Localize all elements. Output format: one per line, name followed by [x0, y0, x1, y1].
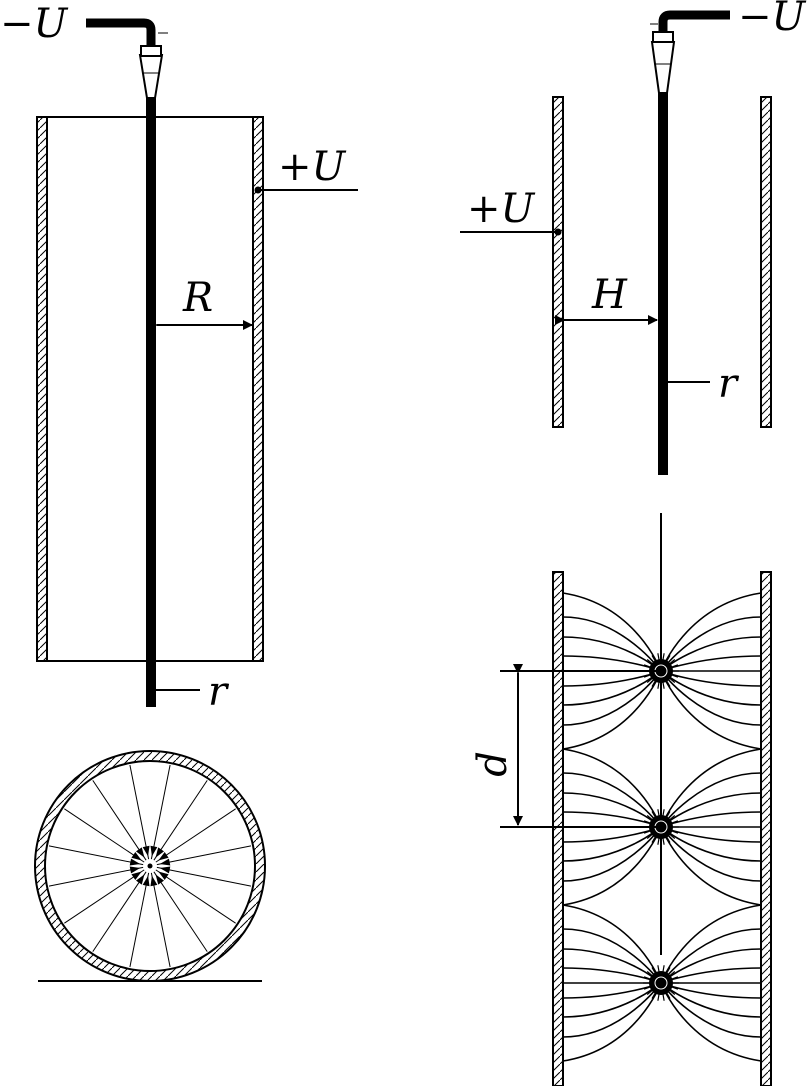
- radial-line: [129, 872, 150, 968]
- field-line: [660, 982, 762, 999]
- tube-wall-left: [36, 116, 48, 662]
- corona-wire-plate: [658, 92, 668, 475]
- radial-line: [156, 845, 252, 866]
- tube-side-view: −U +U R r: [0, 1, 358, 715]
- plate-precipitator: −U +U H r: [460, 0, 807, 475]
- radial-line: [155, 808, 236, 863]
- label-minus-u-tube: −U: [0, 1, 69, 47]
- supply-lead-tube: [86, 18, 156, 50]
- radial-arrow: [142, 845, 150, 857]
- radial-line: [64, 808, 145, 863]
- radial-arrow: [155, 847, 165, 858]
- label-wire-plate: r: [718, 361, 740, 407]
- wire-core: [649, 971, 673, 995]
- label-plus-u-plate: +U: [467, 186, 536, 232]
- plate-right: [760, 96, 772, 428]
- field-line: [660, 811, 762, 828]
- radial-line: [92, 871, 147, 952]
- field-line: [562, 655, 662, 672]
- supply-lead-plate: [658, 10, 730, 36]
- field-line-diagram: d: [470, 513, 772, 1086]
- label-radius: R: [182, 275, 213, 321]
- radial-arrow: [159, 866, 171, 874]
- field-line: [562, 826, 662, 843]
- label-wire-tube: r: [208, 669, 230, 715]
- radial-arrow: [158, 851, 169, 861]
- label-spacing: d: [470, 751, 516, 777]
- radial-arrow: [135, 847, 145, 858]
- tube-wall-right: [252, 116, 264, 662]
- radial-field-lines: [48, 764, 252, 968]
- radial-line: [48, 866, 144, 887]
- insulator-bushing-left: [138, 54, 164, 99]
- radial-arrow: [159, 858, 171, 866]
- corona-wire-tube: [146, 95, 156, 707]
- radial-arrow: [142, 875, 150, 887]
- field-line: [562, 982, 662, 999]
- radial-line: [150, 764, 171, 860]
- field-line: [562, 811, 662, 828]
- field-line: [562, 670, 662, 687]
- radial-line: [150, 872, 171, 968]
- label-plus-u-tube: +U: [278, 144, 347, 190]
- tube-cross-section: [34, 750, 266, 982]
- insulator-bushing-right: [650, 41, 676, 94]
- radial-line: [153, 871, 208, 952]
- field-line: [660, 826, 762, 843]
- radial-arrow: [155, 874, 165, 885]
- label-gap: H: [591, 272, 628, 318]
- wire-highlight: [654, 976, 668, 990]
- field-plate-right: [760, 571, 772, 1086]
- radial-line: [48, 845, 144, 866]
- radial-line: [129, 764, 150, 860]
- radial-line: [64, 869, 145, 924]
- radial-arrow: [158, 871, 169, 881]
- field-line: [562, 967, 662, 984]
- radial-line: [92, 780, 147, 861]
- radial-arrow: [129, 866, 141, 874]
- radial-line: [155, 869, 236, 924]
- label-minus-u-plate: −U: [738, 0, 807, 40]
- radial-line: [153, 780, 208, 861]
- radial-arrow: [131, 851, 142, 861]
- cross-section-wire: [147, 863, 153, 869]
- radial-arrow: [135, 874, 145, 885]
- field-plate-left: [552, 571, 564, 1086]
- radial-arrow: [150, 845, 158, 857]
- corona-wire-dot: [643, 965, 679, 1001]
- radial-arrow: [131, 871, 142, 881]
- field-line: [660, 670, 762, 687]
- radial-line: [156, 866, 252, 887]
- radial-arrow: [129, 858, 141, 866]
- field-line: [660, 967, 762, 984]
- radial-arrow: [150, 875, 158, 887]
- plate-left: [552, 96, 564, 428]
- field-line: [660, 655, 762, 672]
